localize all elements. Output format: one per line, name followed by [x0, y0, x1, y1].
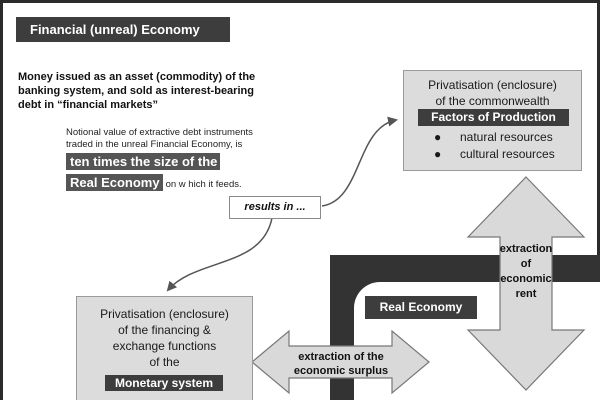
bullet-icon: ●: [434, 147, 442, 161]
monetary-header: Monetary system: [105, 375, 223, 391]
diagram-title: Financial (unreal) Economy: [16, 17, 230, 42]
monetary-line-1: Privatisation (enclosure): [100, 307, 229, 321]
factors-header: Factors of Production: [418, 109, 569, 126]
vertical-arrow-line-4: rent: [515, 288, 537, 300]
curved-arrow-to-monetary: [166, 217, 273, 292]
factors-list: ● natural resources ● cultural resources: [434, 129, 555, 163]
factors-list-item: ● natural resources: [434, 129, 555, 146]
factors-line-1: Privatisation (enclosure): [428, 78, 557, 92]
frame-right-border: [597, 0, 600, 400]
factors-list-item: ● cultural resources: [434, 146, 555, 163]
frame-left-border: [0, 0, 3, 400]
vertical-arrow-label: extraction of economic rent: [486, 242, 566, 302]
notional-line-1: Notional value of extractive debt instru…: [66, 127, 253, 138]
money-line-2: banking system, and sold as interest-bea…: [18, 85, 254, 97]
notional-value-text: Notional value of extractive debt instru…: [66, 127, 306, 191]
money-description: Money issued as an asset (commodity) of …: [18, 70, 308, 112]
horizontal-arrow-line-2: economic surplus: [293, 365, 389, 377]
monetary-line-3: exchange functions: [112, 339, 217, 353]
factors-item-label: cultural resources: [460, 147, 555, 161]
factors-of-production-box: Privatisation (enclosure) of the commonw…: [403, 70, 582, 171]
money-line-1: Money issued as an asset (commodity) of …: [18, 71, 256, 83]
vertical-arrow-line-2: of: [520, 258, 532, 270]
horizontal-arrow-line-1: extraction of the: [298, 351, 384, 363]
notional-highlight-2: Real Economy: [66, 174, 163, 191]
monetary-line-2: of the financing &: [118, 323, 211, 337]
results-in-box: results in ...: [229, 196, 321, 219]
frame-top-border: [0, 0, 600, 3]
horizontal-arrow-label: extraction of the economic surplus: [287, 350, 395, 378]
monetary-system-box: Privatisation (enclosure) of the financi…: [76, 296, 253, 400]
money-line-3: debt in “financial markets”: [18, 99, 158, 111]
horizontal-double-arrow: [251, 329, 430, 395]
factors-item-label: natural resources: [460, 130, 553, 144]
vertical-arrow-line-3: economic: [500, 273, 552, 285]
notional-highlight-1: ten times the size of the: [66, 153, 221, 170]
vertical-arrow-line-1: extraction: [499, 243, 553, 255]
factors-line-2: of the commonwealth: [435, 94, 550, 108]
curved-arrow-to-factors: [321, 116, 398, 207]
vertical-double-arrow: [466, 176, 586, 391]
monetary-line-4: of the: [149, 355, 180, 369]
real-economy-label: Real Economy: [365, 296, 477, 319]
bullet-icon: ●: [434, 130, 442, 144]
notional-line-2: traded in the unreal Financial Economy, …: [66, 139, 243, 150]
notional-tail: on w hich it feeds.: [165, 179, 242, 190]
